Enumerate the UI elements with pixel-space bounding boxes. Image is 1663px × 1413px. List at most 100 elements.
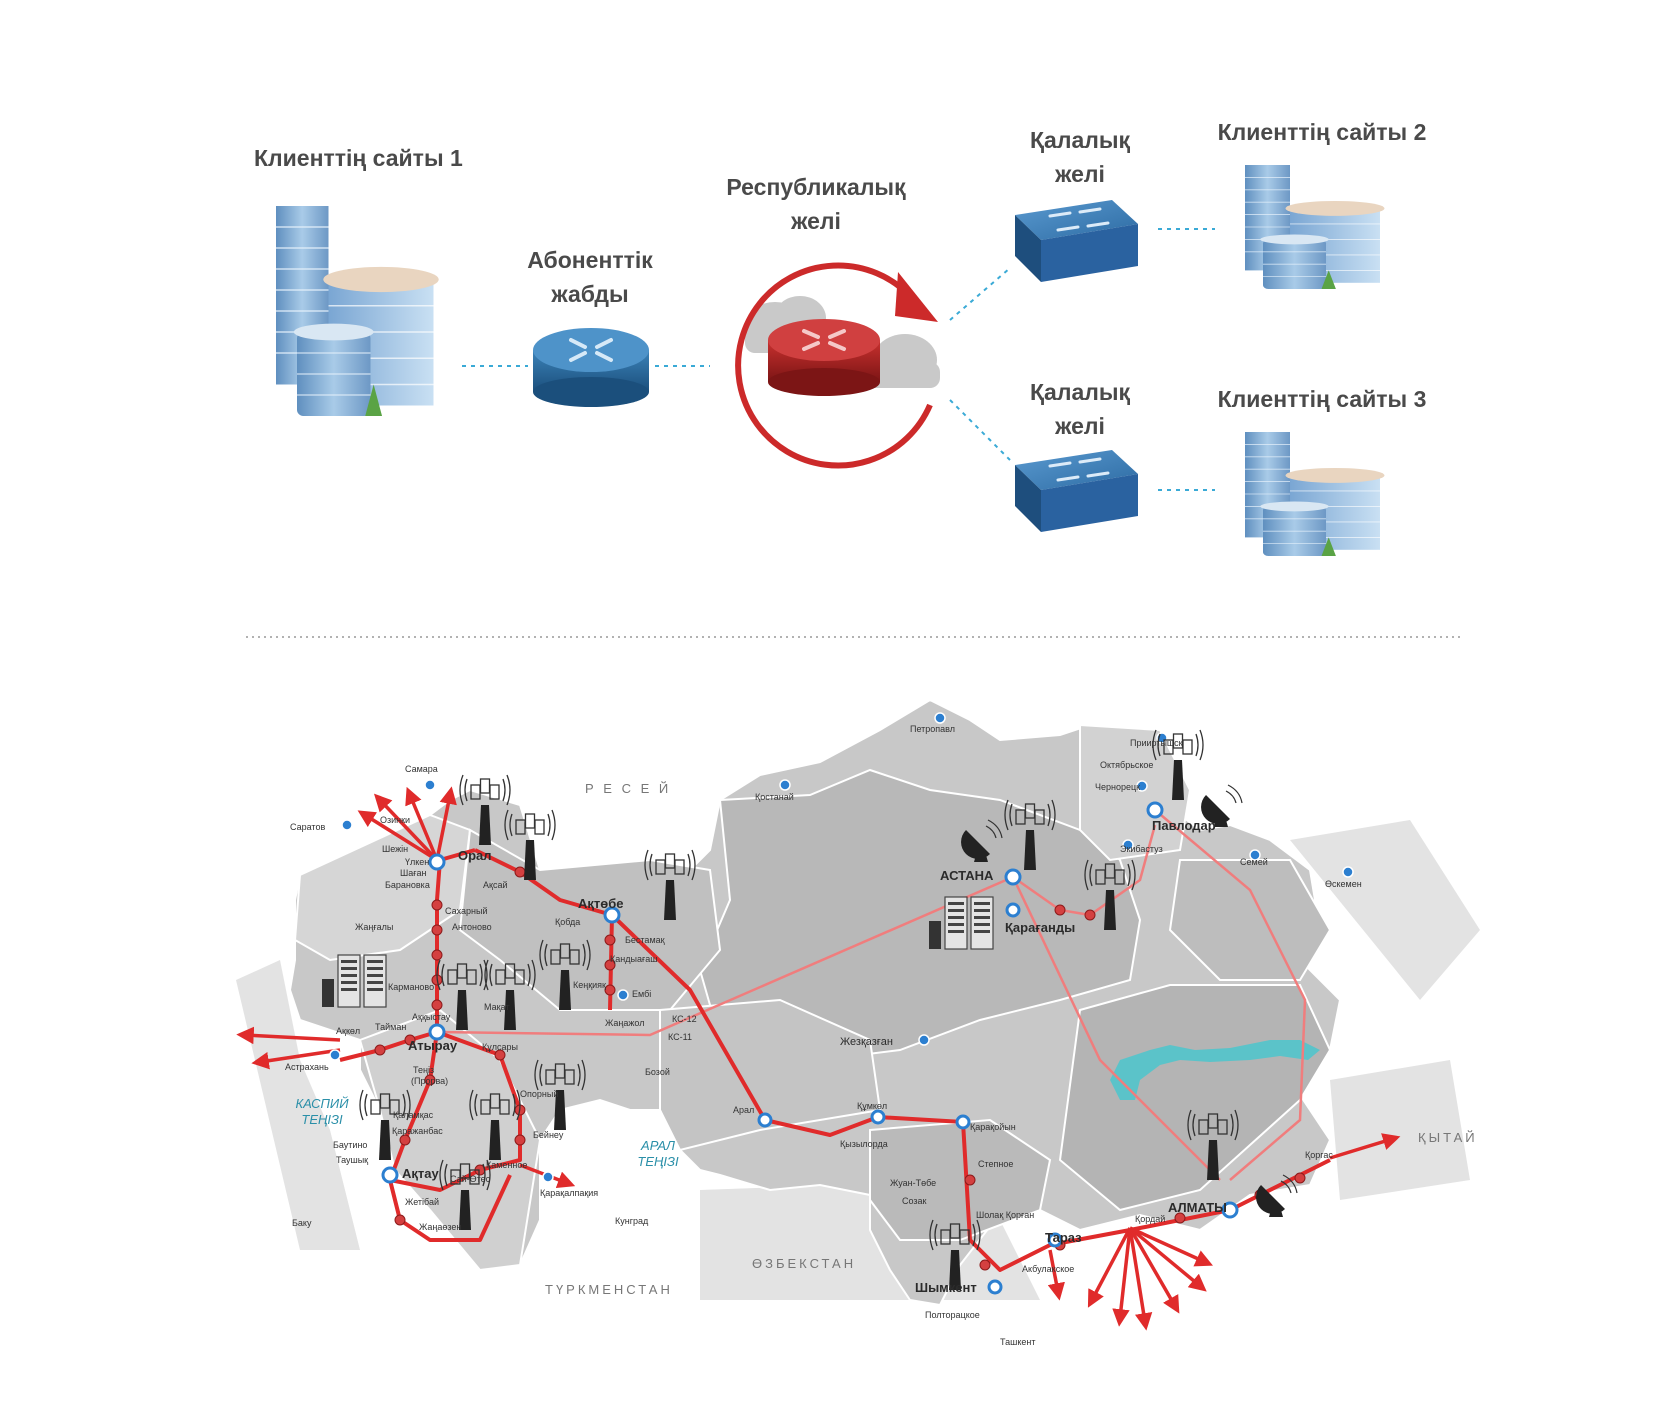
astana-label: АСТАНА: [940, 868, 994, 883]
city-label: Озинки: [380, 815, 410, 825]
city-label: Құлсары: [482, 1042, 518, 1052]
pavlodar-label: Павлодар: [1152, 818, 1216, 833]
city-label: Арал: [733, 1105, 754, 1115]
city-label: Каменное: [486, 1160, 527, 1170]
major-city-nodes: [381, 801, 1239, 1295]
city-label: Қоргас: [1305, 1150, 1333, 1160]
small-city-labels: Петропавл Қостанай Семей Өскемен Самара …: [285, 724, 1362, 1347]
client-site-2-building-icon: [1244, 164, 1386, 290]
city-label: Қызылорда: [840, 1139, 888, 1149]
client-site-3-label: Клиенттің сайты 3: [1218, 386, 1427, 412]
city-label: Тайман: [375, 1022, 406, 1032]
city-network-bottom-label-line1: Қалалық: [1030, 379, 1130, 405]
city-label: Самара: [405, 764, 438, 774]
city-label: Аққыстау: [412, 1012, 451, 1022]
oral-label: Орал: [458, 848, 492, 863]
aktau-label: Ақтау: [402, 1166, 439, 1181]
city-label: Бестамақ: [625, 935, 665, 945]
republic-network-label-line2: желі: [790, 208, 841, 234]
city-label: Қостанай: [755, 792, 794, 802]
subscriber-equipment-label-line1: Абоненттік: [527, 247, 653, 273]
city-network-top-label-line1: Қалалық: [1030, 127, 1130, 153]
city-label: Октябрьское: [1100, 760, 1153, 770]
city-label: Өскемен: [1325, 879, 1362, 889]
shymkent-label: Шымкент: [915, 1280, 977, 1295]
city-label: Опорный: [520, 1089, 558, 1099]
city-nodes: [329, 712, 1354, 1183]
atyrau-label: Атырау: [408, 1038, 458, 1053]
city-label: Жаңаөзен: [419, 1222, 461, 1232]
client-site-2-label: Клиенттің сайты 2: [1218, 119, 1427, 145]
city-label: Қордай: [1135, 1214, 1165, 1224]
city-label: КС-12: [672, 1014, 697, 1024]
city-label: Созак: [902, 1196, 927, 1206]
city-switch-top-icon: [1015, 200, 1138, 282]
city-label: Баку: [292, 1218, 312, 1228]
city-label: Қарақалпақия: [540, 1188, 598, 1198]
caspian-sea-label-line1: КАСПИЙ: [295, 1095, 349, 1111]
client-site-1-building-icon: [275, 205, 440, 417]
city-label: Сахарный: [445, 906, 487, 916]
republic-network-cloud-icon: [735, 262, 940, 469]
client-site-1-label: Клиенттің сайты 1: [254, 145, 463, 171]
kazakhstan-network-map: КАСПИЙ ТЕҢІЗІ АРАЛ ТЕҢІЗІ Р Е С Е Й ҚЫТА…: [236, 698, 1480, 1347]
city-label: Кеңқияқ: [573, 980, 606, 990]
city-label: Сай-Өтес: [450, 1174, 491, 1184]
city-label: Саратов: [290, 822, 325, 832]
city-label: Бозой: [645, 1067, 670, 1077]
city-network-top-label-line2: желі: [1054, 161, 1105, 187]
city-label: Бейнеу: [533, 1130, 564, 1140]
city-label: Карманово: [388, 982, 434, 992]
city-label: Жетібай: [405, 1197, 439, 1207]
city-label: Чернорецк: [1095, 782, 1140, 792]
city-label: Таушық: [336, 1155, 368, 1165]
balkhash-lake: [1110, 1040, 1320, 1100]
city-label: Қаражанбас: [392, 1126, 443, 1136]
city-label: Жаңғалы: [355, 922, 393, 932]
city-label: Шолақ Қорған: [976, 1210, 1034, 1220]
city-label: Шежін: [382, 844, 408, 854]
city-label: Теңіз: [413, 1065, 434, 1075]
city-label: Қаламқас: [393, 1110, 434, 1120]
uzbekistan-label: ӨЗБЕКСТАН: [752, 1256, 856, 1271]
subscriber-equipment-label-line2: жабды: [550, 281, 628, 307]
city-label: Үлкен: [405, 857, 429, 867]
subscriber-router-icon: [533, 328, 649, 407]
city-label: Құмкөл: [857, 1101, 887, 1111]
city-label: Шаған: [400, 868, 427, 878]
china-label: ҚЫТАЙ: [1418, 1130, 1478, 1145]
major-city-labels: АСТАНА АЛМАТЫ Атырау Ақтау Ақтөбе Орал П…: [402, 818, 1227, 1295]
aral-sea-label-line1: АРАЛ: [640, 1138, 675, 1153]
city-label: Степное: [978, 1159, 1013, 1169]
russia-label: Р Е С Е Й: [585, 781, 671, 796]
city-label: Баутино: [333, 1140, 367, 1150]
turkmenistan-label: ТҮРКМЕНСТАН: [545, 1282, 673, 1297]
city-label: Мақат: [484, 1002, 509, 1012]
city-label: Антоново: [452, 922, 492, 932]
almaty-label: АЛМАТЫ: [1168, 1200, 1227, 1215]
diagram-connection-lines: [462, 228, 1215, 491]
caspian-sea-label-line2: ТЕҢІЗІ: [301, 1112, 343, 1127]
city-label: Кунград: [615, 1216, 649, 1226]
karaganda-label: Қарағанды: [1005, 920, 1075, 935]
kazakhstan-regions: [288, 698, 1342, 1307]
city-label: Петропавл: [910, 724, 955, 734]
aktobe-label: Ақтөбе: [578, 896, 623, 911]
city-label: Ембі: [632, 989, 651, 999]
city-label: Жаңажол: [605, 1018, 644, 1028]
city-network-bottom-label-line2: желі: [1054, 413, 1105, 439]
city-label: Ақсай: [483, 880, 507, 890]
republic-network-label-line1: Республикалық: [726, 174, 906, 200]
city-label: Ташкент: [1000, 1337, 1035, 1347]
city-label: Семей: [1240, 857, 1268, 867]
city-label: Жуан-Төбе: [890, 1178, 936, 1188]
city-label: Барановка: [385, 880, 430, 890]
city-label: Полторацкое: [925, 1310, 980, 1320]
city-label: Қандыағаш: [610, 954, 657, 964]
city-label: КС-11: [668, 1032, 692, 1042]
aral-sea-label-line2: ТЕҢІЗІ: [637, 1154, 679, 1169]
taraz-label: Тараз: [1045, 1230, 1082, 1245]
city-label: Ақкөл: [336, 1026, 360, 1036]
zhezkazgan-label: Жезқазған: [840, 1036, 893, 1048]
